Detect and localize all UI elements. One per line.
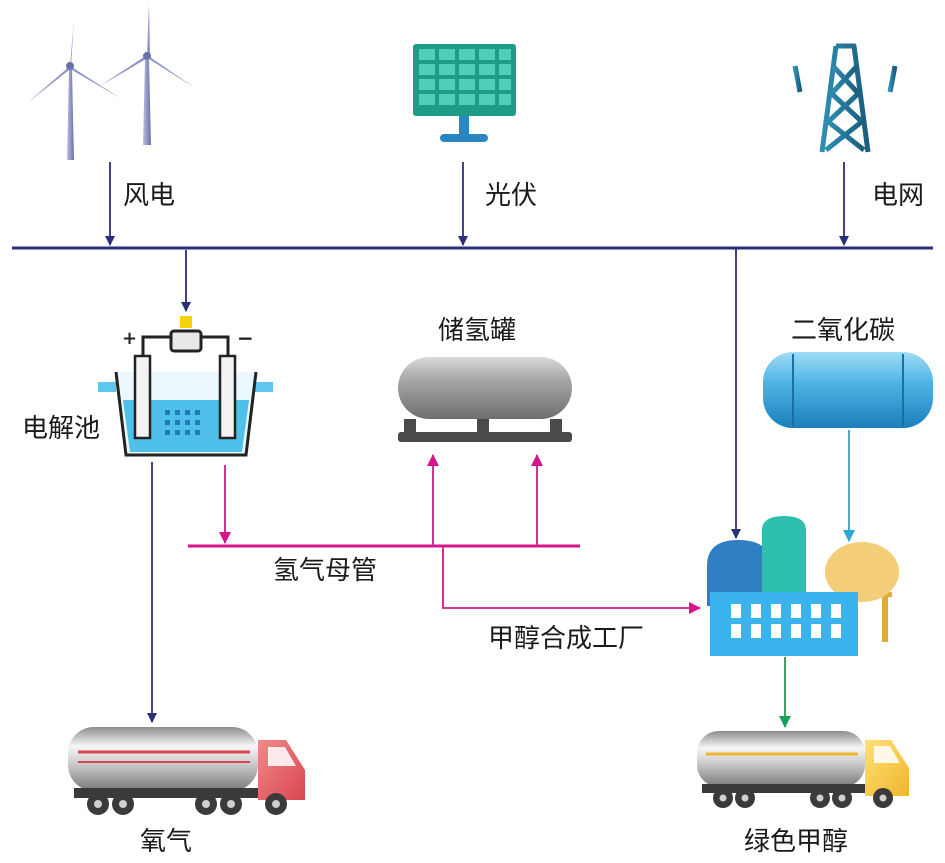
label-wind-power: 风电 (123, 181, 176, 211)
power-tower-icon (792, 36, 898, 153)
label-oxygen: 氧气 (140, 827, 193, 857)
label-green-methanol: 绿色甲醇 (744, 827, 849, 857)
electrolyzer-icon: + − (98, 316, 273, 457)
label-power-grid: 电网 (872, 181, 925, 211)
pipe-to-plant-arrow (442, 546, 701, 614)
label-methanol-plant: 甲醇合成工厂 (488, 624, 645, 654)
svg-text:+: + (122, 328, 137, 349)
label-hydrogen-tank: 储氢罐 (438, 316, 517, 346)
methanol-truck-icon (697, 731, 909, 808)
svg-text:−: − (237, 326, 254, 350)
solar-panel-icon (413, 44, 516, 142)
oxygen-truck-icon (68, 727, 305, 815)
co2-tank-icon (763, 352, 933, 428)
wind-turbine-icon (26, 4, 195, 160)
label-electrolyzer: 电解池 (22, 414, 101, 444)
label-solar-pv: 光伏 (485, 181, 538, 211)
factory-icon (707, 516, 899, 656)
label-hydrogen-pipe: 氢气母管 (273, 556, 378, 586)
hydrogen-tank-icon (398, 357, 572, 442)
label-co2: 二氧化碳 (791, 316, 896, 346)
